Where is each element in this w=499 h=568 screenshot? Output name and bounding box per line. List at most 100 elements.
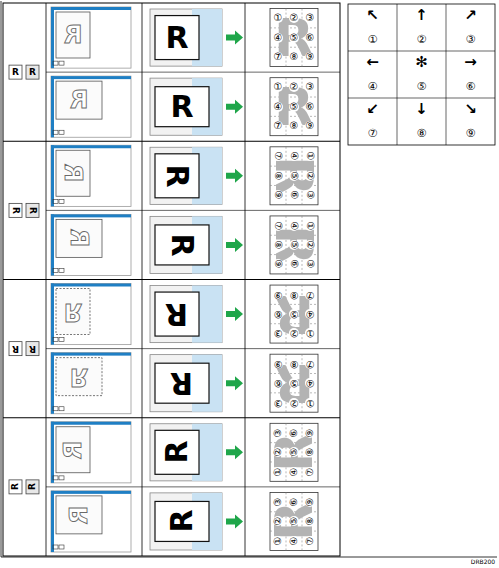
position-number: ⑨ [305, 52, 315, 62]
position-number: ③ [305, 190, 315, 200]
legend-line [397, 4, 398, 145]
position-number: ⑦ [273, 151, 283, 161]
scale-bar [51, 491, 54, 552]
original-letter: R [170, 92, 193, 122]
position-number: ⑨ [273, 190, 283, 200]
orientation-icon [9, 203, 22, 217]
scanner-glass [51, 7, 131, 68]
original-letter: R [167, 510, 197, 533]
exposure-glass [150, 78, 222, 135]
figure-code: DRB200 [471, 559, 495, 565]
original-sheet [56, 427, 90, 473]
position-number: ⑨ [273, 290, 283, 300]
direction-arrow [226, 238, 243, 252]
mini-icon [53, 199, 58, 203]
position-number: ④ [368, 81, 378, 92]
scanner-glass [51, 353, 131, 414]
position-number: ⑥ [273, 309, 283, 319]
position-number: ④ [289, 221, 299, 231]
scale-bar [51, 422, 131, 425]
position-number: ④ [305, 309, 315, 319]
original-sheet [155, 154, 199, 198]
table-line [46, 486, 340, 487]
mini-icon [53, 338, 58, 342]
mirrored-letter: R [61, 441, 85, 459]
original-letter: R [165, 299, 188, 329]
position-number: ⑤ [289, 33, 299, 43]
table-frame [3, 3, 340, 556]
mini-icon [53, 407, 58, 411]
position-number: ③ [273, 497, 283, 507]
position-number: ⑨ [305, 497, 315, 507]
orientation-icon [26, 342, 39, 356]
original-sheet [56, 150, 90, 196]
original-sheet [56, 219, 102, 257]
position-number: ① [305, 328, 315, 338]
stamp-grid [270, 354, 318, 412]
stamp-grid [270, 423, 318, 481]
position-number: ③ [466, 34, 476, 45]
position-number: ⑦ [305, 290, 315, 300]
position-number: ⑤ [289, 240, 299, 250]
position-number: ① [273, 536, 283, 546]
original-sheet [155, 363, 209, 403]
orientation-icon [9, 480, 22, 494]
original-letter: R [165, 23, 188, 53]
scale-bar [51, 214, 131, 217]
position-number: ④ [273, 102, 283, 112]
position-number: ⑨ [273, 359, 283, 369]
scale-bar [51, 7, 131, 10]
scale-bar [51, 284, 131, 287]
stamp-grid [270, 492, 318, 550]
position-number: ② [305, 240, 315, 250]
exposure-glass [150, 9, 222, 66]
original-letter: R [162, 441, 192, 464]
position-number: ⑧ [273, 171, 283, 181]
position-number: ② [289, 13, 299, 23]
position-number: ③ [305, 13, 315, 23]
position-number: ⑧ [417, 128, 427, 139]
position-number: ⑤ [289, 447, 299, 457]
table-line [3, 417, 340, 418]
position-number: ⑥ [466, 81, 476, 92]
position-number: ③ [273, 398, 283, 408]
original-sheet [155, 501, 209, 541]
stamp-grid [270, 285, 318, 343]
direction-symbol: ↙ [366, 102, 379, 117]
mirrored-letter: R [61, 164, 85, 182]
position-number: ⑤ [289, 378, 299, 388]
mini-icon [53, 61, 58, 65]
table-line [46, 210, 340, 211]
position-number: ③ [273, 428, 283, 438]
icon-letter: R [29, 344, 36, 353]
direction-arrow [226, 169, 243, 183]
scale-bar [51, 214, 54, 275]
legend-frame [348, 4, 495, 145]
direction-symbol: ↗ [464, 8, 477, 23]
position-number: ① [368, 34, 378, 45]
direction-arrow [226, 514, 243, 528]
direction-symbol: ↘ [464, 102, 477, 117]
direction-symbol: ✻ [415, 55, 428, 70]
exposure-glass [150, 424, 222, 481]
position-number: ⑦ [305, 359, 315, 369]
position-number: ⑨ [273, 259, 283, 269]
mini-icon [59, 130, 64, 134]
scale-bar [51, 284, 54, 345]
exposure-glass [150, 355, 222, 412]
position-number: ④ [289, 467, 299, 477]
position-number: ⑦ [273, 52, 283, 62]
position-number: ⑧ [305, 516, 315, 526]
orientation-icon [26, 65, 39, 79]
position-number: ⑧ [289, 52, 299, 62]
orientation-icon [9, 65, 22, 79]
position-number: ④ [289, 151, 299, 161]
original-sheet [56, 289, 90, 335]
position-number: ② [289, 82, 299, 92]
position-number: ① [305, 398, 315, 408]
mini-icon [59, 61, 64, 65]
position-number: ⑥ [289, 428, 299, 438]
exposure-glass [150, 216, 222, 273]
page-frame [1, 1, 2, 557]
position-number: ④ [305, 378, 315, 388]
